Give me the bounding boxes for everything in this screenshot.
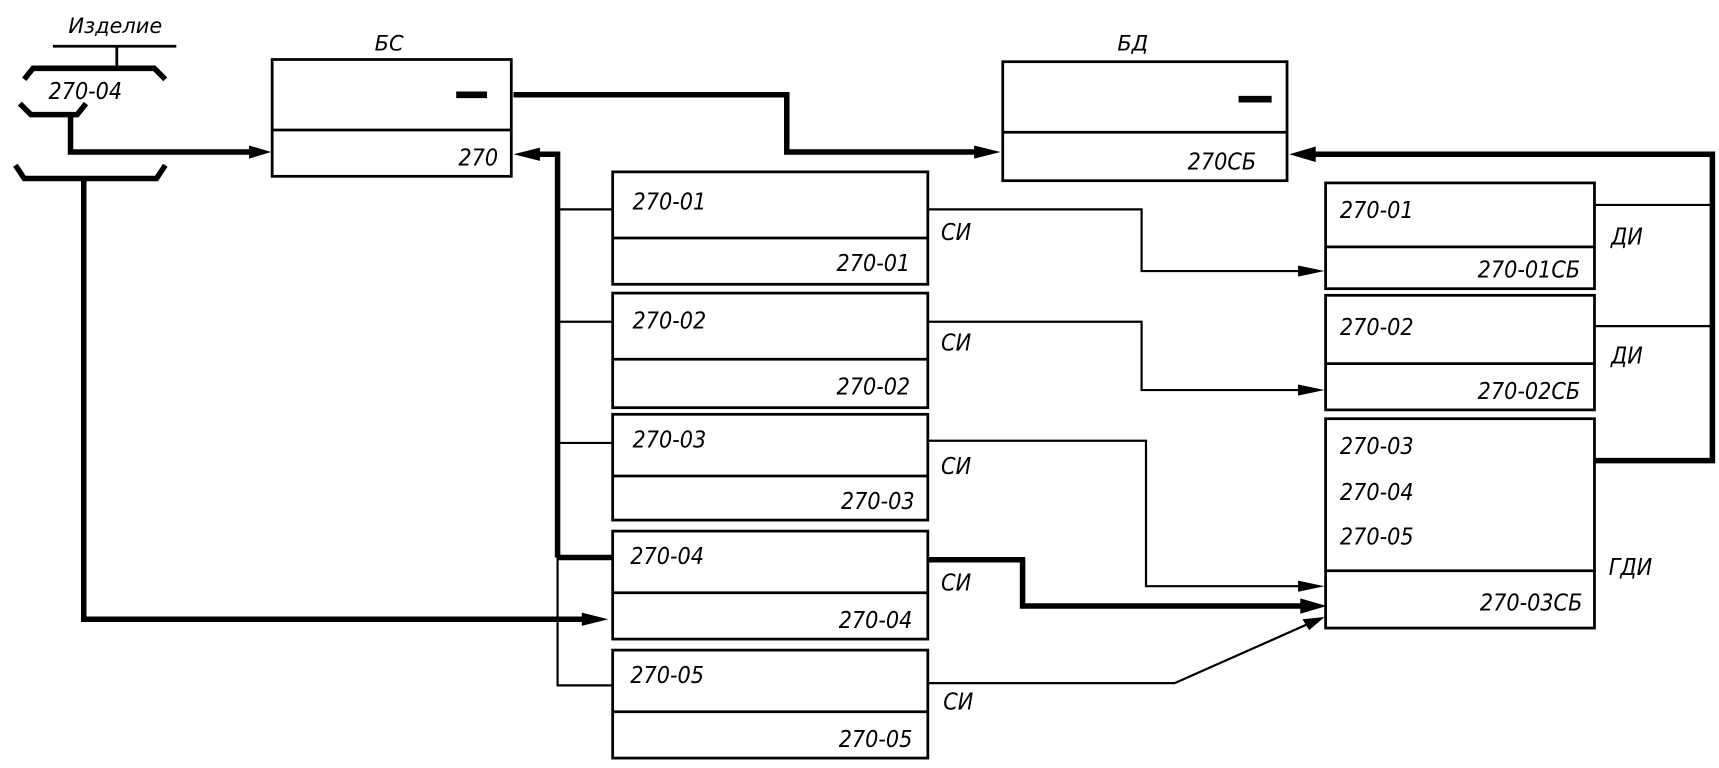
gdi-bottom: 270-03СБ — [1480, 590, 1582, 616]
arrow-head — [1298, 265, 1325, 277]
connector-si-01-to-di-01 — [927, 208, 1307, 273]
bd-code: 270СБ — [1188, 150, 1257, 176]
si-05-top: 270-05 — [630, 663, 704, 689]
bus-si-to-bs — [531, 151, 561, 558]
di-02-type: ДИ — [1610, 344, 1643, 370]
si-box-04[interactable]: 270-04 270-04 — [611, 529, 930, 641]
di-box-02[interactable]: 270-02 270-02СБ — [1324, 293, 1596, 412]
connector-si-04-to-gdi — [927, 556, 1305, 609]
arrow-head — [249, 145, 272, 159]
di-01-bottom: 270-01СБ — [1478, 258, 1580, 284]
arrow-head — [513, 147, 540, 161]
gdi-top-1: 270-03 — [1340, 434, 1414, 460]
arrow-head — [1302, 617, 1325, 631]
bs-title: БС — [375, 32, 404, 56]
si-02-bottom: 270-02 — [836, 374, 910, 400]
si-04-type: СИ — [941, 571, 971, 597]
gdi-type: ГДИ — [1609, 555, 1652, 581]
bd-box[interactable]: 270СБ — [1001, 60, 1289, 183]
bs-box[interactable]: 270 — [270, 58, 513, 178]
bus-tap-05 — [556, 557, 613, 687]
di-02-bottom: 270-02СБ — [1478, 379, 1580, 405]
si-02-type: СИ — [941, 330, 971, 356]
si-03-type: СИ — [941, 454, 971, 480]
si-01-bottom: 270-01 — [836, 251, 910, 277]
arrow-head — [1298, 384, 1325, 396]
si-05-bottom: 270-05 — [839, 727, 913, 753]
gdi-box[interactable]: 270-03 270-04 270-05 270-03СБ — [1324, 417, 1596, 630]
arrow-head — [1300, 598, 1327, 614]
si-04-bottom: 270-04 — [839, 608, 913, 634]
si-box-05[interactable]: 270-05 270-05 — [611, 648, 930, 760]
si-box-01[interactable]: 270-01 270-01 — [611, 170, 930, 286]
di-02-top: 270-02 — [1340, 315, 1414, 341]
si-box-03[interactable]: 270-03 270-03 — [611, 412, 930, 522]
bd-title: БД — [1117, 32, 1148, 56]
di-01-top: 270-01 — [1340, 198, 1414, 224]
connector-si-05-to-gdi — [927, 621, 1312, 685]
product-bracket-top — [22, 65, 168, 82]
arrow-head — [1298, 580, 1325, 592]
si-05-type: СИ — [943, 690, 973, 716]
bs-code: 270 — [458, 145, 498, 171]
si-03-bottom: 270-03 — [841, 489, 915, 515]
si-01-top: 270-01 — [633, 189, 707, 215]
di-box-01[interactable]: 270-01 270-01СБ — [1324, 181, 1596, 291]
feedback-bus-to-bd — [1311, 151, 1716, 464]
si-03-top: 270-03 — [633, 427, 707, 453]
arrow-head — [581, 612, 609, 626]
di-01-type: ДИ — [1610, 225, 1643, 251]
product-code: 270-04 — [48, 79, 122, 105]
connector-product-to-si-04 — [80, 178, 585, 623]
si-box-02[interactable]: 270-02 270-02 — [611, 291, 930, 410]
arrow-head — [974, 145, 1001, 159]
product-title: Изделие — [68, 14, 162, 38]
gdi-top-2: 270-04 — [1340, 480, 1414, 506]
product-bracket-bottom — [17, 101, 89, 118]
gdi-top-3: 270-05 — [1340, 524, 1414, 550]
connector-bs-to-bd — [513, 92, 981, 155]
si-01-type: СИ — [941, 220, 971, 246]
connector-si-02-to-di-02 — [927, 320, 1307, 392]
si-04-top: 270-04 — [630, 544, 704, 570]
connector-product-to-bs — [67, 114, 254, 155]
si-02-top: 270-02 — [633, 308, 707, 334]
arrow-head — [1289, 146, 1316, 162]
connector-si-03-to-gdi — [927, 439, 1307, 588]
product-bracket-lower — [13, 163, 168, 182]
